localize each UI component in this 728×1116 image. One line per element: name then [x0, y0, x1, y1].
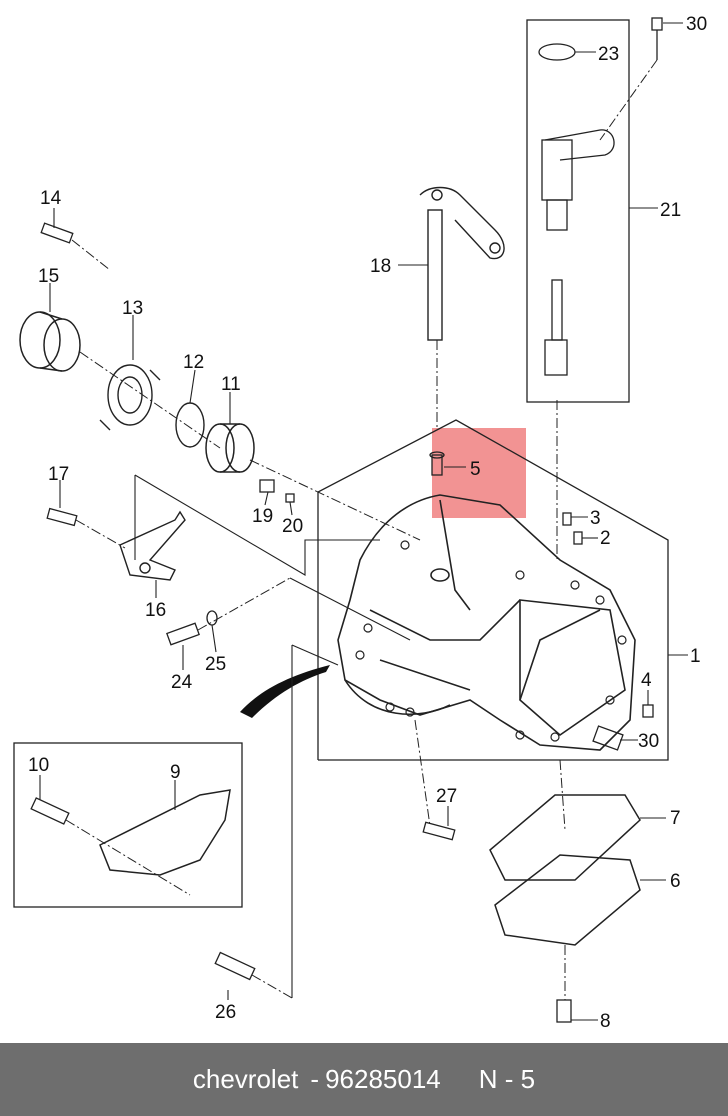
callout-30: 30: [638, 731, 659, 752]
cover-9: [99, 789, 231, 876]
leader-lines: [39, 22, 688, 1021]
callout-10: 10: [28, 755, 49, 776]
bolt-27: [422, 821, 456, 841]
speedometer-parts: [538, 17, 663, 376]
callout-16: 16: [145, 600, 166, 621]
washer-25: [206, 610, 218, 626]
case-bolt-holes: [355, 540, 627, 742]
callout-21: 21: [660, 200, 681, 221]
callout-13: 13: [122, 298, 143, 319]
sensor-24: [166, 622, 200, 646]
section-code: N - 5: [478, 1064, 536, 1094]
oil-pan-6: [494, 854, 641, 946]
guide-lines: [65, 59, 658, 1000]
release-bearing-15: [19, 311, 81, 372]
housing-frame: [317, 419, 669, 761]
callout-12: 12: [183, 352, 204, 373]
callout-19: 19: [252, 506, 273, 527]
callout-24: 24: [171, 672, 193, 693]
callout-15: 15: [38, 266, 59, 287]
callout-7: 7: [670, 808, 681, 829]
gasket-7: [489, 794, 641, 881]
speedometer-frame: [526, 19, 630, 403]
callout-5: 5: [470, 459, 481, 480]
exploded-parts-diagram: 30 23 21 14 18 15 13 12 11 5 17 3 19 20 …: [13, 14, 707, 1032]
bracket-13: [99, 364, 161, 431]
transmission-case: [337, 494, 636, 751]
bolt-26: [214, 951, 256, 981]
seal-30: [592, 725, 624, 751]
bearing-11: [205, 423, 255, 473]
callout-17: 17: [48, 464, 69, 485]
callout-1: 1: [690, 646, 701, 667]
callout-20: 20: [282, 516, 303, 537]
callout-6: 6: [670, 871, 681, 892]
shim-12: [175, 402, 205, 448]
callout-25: 25: [205, 654, 226, 675]
bolt-5: [429, 451, 445, 476]
callout-26: 26: [215, 1002, 236, 1023]
callout-22: 30: [686, 14, 707, 35]
connector-lines: [134, 474, 411, 998]
bolt-10: [30, 797, 70, 825]
callout-2: 2: [600, 528, 611, 549]
callout-14: 14: [40, 188, 62, 209]
bolt-17: [46, 507, 78, 527]
cover-inset-frame: [13, 742, 243, 908]
pin-3: [562, 512, 572, 526]
highlight-box: [432, 428, 526, 518]
footer-bar: chevrolet - 96285014 N - 5: [0, 1043, 728, 1116]
callout-23: 23: [598, 44, 619, 65]
shift-shaft-18: [419, 186, 505, 341]
bolt-14: [40, 222, 74, 244]
callout-8: 8: [600, 1011, 611, 1032]
callout-3: 3: [590, 508, 601, 529]
callout-9: 9: [170, 762, 181, 783]
pin-2: [573, 531, 583, 545]
bolt-4: [642, 704, 654, 718]
footer-separator: -: [310, 1064, 320, 1094]
callout-11: 11: [221, 374, 241, 395]
callout-18: 18: [370, 256, 391, 277]
brand-name: chevrolet: [192, 1064, 299, 1094]
plug-19: [259, 479, 275, 493]
part-number: 96285014: [325, 1064, 441, 1094]
shift-fork-16: [119, 510, 186, 581]
callout-4: 4: [641, 670, 652, 691]
pin-20: [285, 493, 295, 503]
bolt-8: [556, 999, 572, 1023]
callout-27: 27: [436, 786, 457, 807]
direction-arrow: [240, 665, 330, 718]
